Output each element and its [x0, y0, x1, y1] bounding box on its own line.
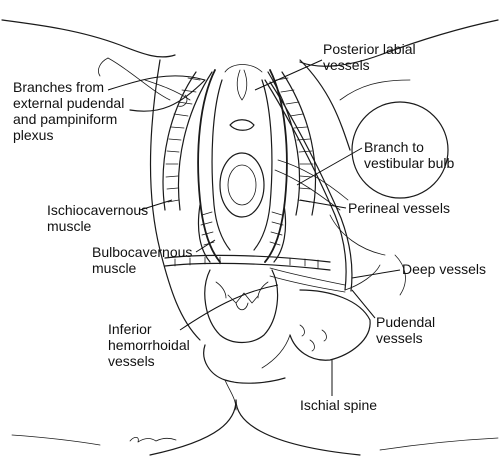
label-posterior-labial-vessels: Posterior labial vessels [323, 41, 416, 73]
right-thigh-section [329, 79, 449, 296]
label-pudendal-vessels: Pudendal vessels [376, 314, 436, 346]
label-perineal-vessels: Perineal vessels [348, 200, 450, 216]
artist-signature [129, 436, 177, 443]
label-ischiocavernous-muscle: Ischiocavernous muscle [47, 202, 149, 234]
label-branches-external-pudendal: Branches from external pudendal and pamp… [13, 79, 125, 143]
label-deep-vessels: Deep vessels [402, 261, 487, 277]
label-bulbocavernous-muscle: Bulbocavernous muscle [92, 244, 193, 276]
anal-region [204, 269, 279, 344]
label-inferior-hemorrhoidal-vessels: Inferior hemorrhoidal vessels [108, 321, 190, 369]
label-branch-vestibular-bulb: Branch to vestibular bulb [364, 139, 455, 171]
leader-branch-bulb [296, 147, 363, 186]
transverse-perineal [164, 254, 331, 271]
vessels-left [129, 79, 206, 112]
leader-inferior-hemorrhoidal [179, 284, 279, 331]
leader-posterior-labial [254, 59, 323, 91]
bulbocavernous-muscles [197, 204, 287, 263]
ischiocavernous-muscles [162, 71, 317, 216]
leader-bulbocavernous [195, 239, 216, 253]
label-ischial-spine: Ischial spine [300, 397, 378, 413]
leader-pudendal [351, 289, 376, 319]
ischial-region [261, 289, 371, 369]
leader-lines [107, 59, 401, 396]
leader-branches-external [107, 75, 206, 91]
leader-ischiocavernous [139, 199, 173, 211]
leader-perineal [299, 199, 347, 209]
leader-deep [351, 269, 401, 279]
